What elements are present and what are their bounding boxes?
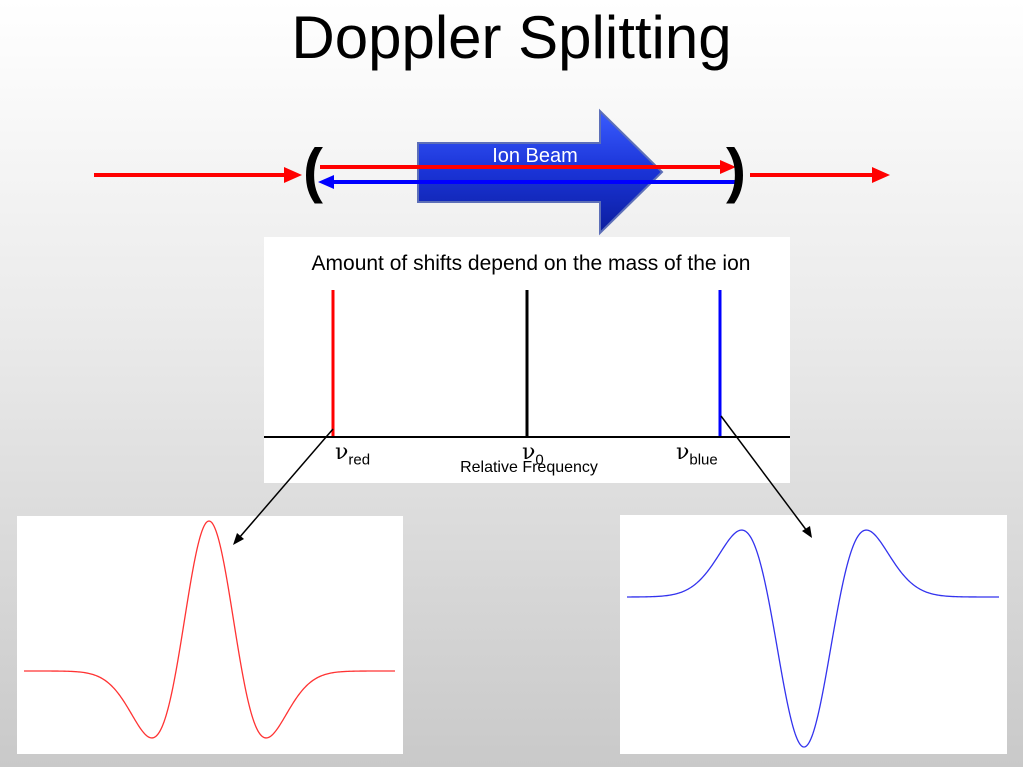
- outgoing-red-arrowhead: [872, 167, 890, 183]
- spectrum-lines: [264, 290, 790, 438]
- nu-zero-label: ν0: [522, 440, 544, 469]
- blue-lineshape: [627, 529, 999, 748]
- right-mirror: ): [726, 137, 746, 204]
- spectrum-panel: Amount of shifts depend on the mass of t…: [264, 237, 790, 483]
- left-mirror: (: [303, 137, 323, 204]
- page-title: Doppler Splitting: [291, 4, 732, 71]
- incoming-red-arrowhead: [284, 167, 302, 183]
- spectrum-caption: Amount of shifts depend on the mass of t…: [311, 252, 751, 275]
- blue-lineshape-plot: [620, 515, 1007, 754]
- inner-red-arrowhead: [720, 160, 736, 174]
- inner-blue-arrowhead: [318, 175, 334, 189]
- x-axis-label: Relative Frequency: [460, 459, 598, 476]
- red-lineshape: [24, 520, 395, 739]
- ion-beam-arrow: [417, 108, 664, 236]
- ion-beam-label: Ion Beam: [492, 145, 578, 167]
- nu-red-label: νred: [335, 440, 371, 469]
- red-lineshape-plot: [17, 516, 403, 754]
- nu-blue-label: νblue: [676, 440, 718, 469]
